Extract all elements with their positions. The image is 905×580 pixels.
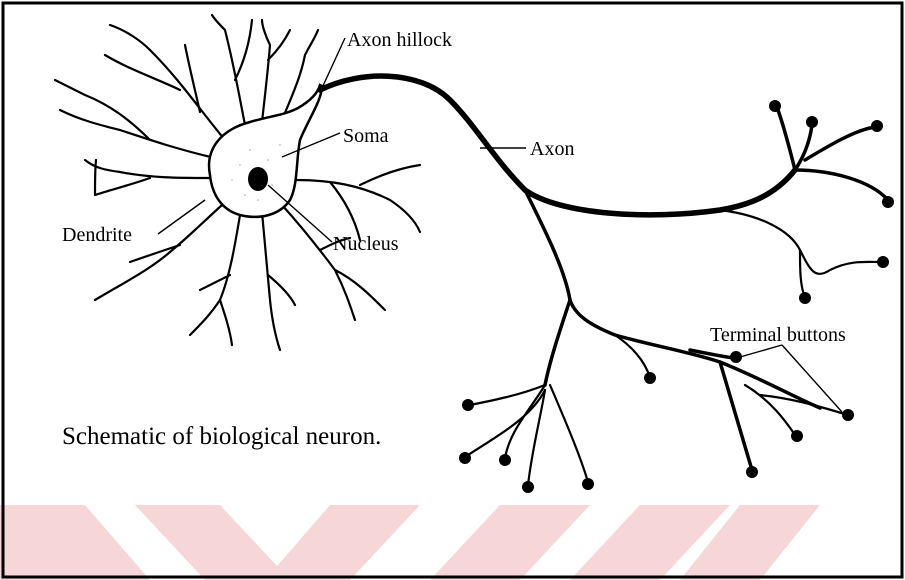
- terminals-lower-left: [465, 300, 588, 485]
- terminal-buttons: [459, 100, 894, 493]
- label-nucleus: Nucleus: [333, 233, 399, 255]
- figure-caption: Schematic of biological neuron.: [62, 423, 381, 450]
- label-dendrite: Dendrite: [62, 224, 132, 246]
- nucleus: [248, 167, 268, 191]
- figure-border: [3, 3, 902, 577]
- label-soma: Soma: [343, 125, 389, 147]
- watermark: [0, 505, 820, 580]
- label-axon-hillock: Axon hillock: [347, 29, 452, 51]
- label-terminal-buttons: Terminal buttons: [710, 324, 846, 346]
- soma-body: [209, 85, 322, 217]
- label-axon: Axon: [530, 138, 574, 160]
